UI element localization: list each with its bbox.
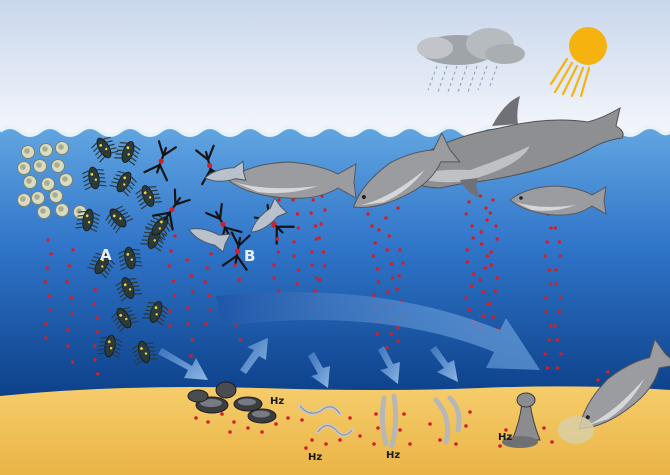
phytoplankton-icon — [40, 144, 53, 157]
phytoplankton-icon — [56, 142, 69, 155]
label-hz-bivalves: Hz — [270, 396, 284, 407]
label-hz-sponge: Hz — [498, 432, 512, 443]
phytoplankton-icon — [24, 176, 37, 189]
phytoplankton-icon — [50, 190, 63, 203]
phytoplankton-icon — [52, 160, 65, 173]
phytoplankton-icon — [32, 192, 45, 205]
phytoplankton-icon — [42, 178, 55, 191]
label-b: B — [244, 247, 255, 265]
phytoplankton-icon — [56, 204, 69, 217]
label-hz-tubeworm: Hz — [386, 450, 400, 461]
phytoplankton-icon — [22, 146, 35, 159]
phytoplankton-icon — [18, 162, 31, 175]
phytoplankton-icon — [18, 194, 31, 207]
label-hz-worm: Hz — [308, 452, 322, 463]
phytoplankton-icon — [38, 206, 51, 219]
label-a: A — [100, 246, 112, 264]
phytoplankton-icon — [60, 174, 73, 187]
phytoplankton-icon — [34, 160, 47, 173]
sediment-plume — [558, 416, 594, 444]
